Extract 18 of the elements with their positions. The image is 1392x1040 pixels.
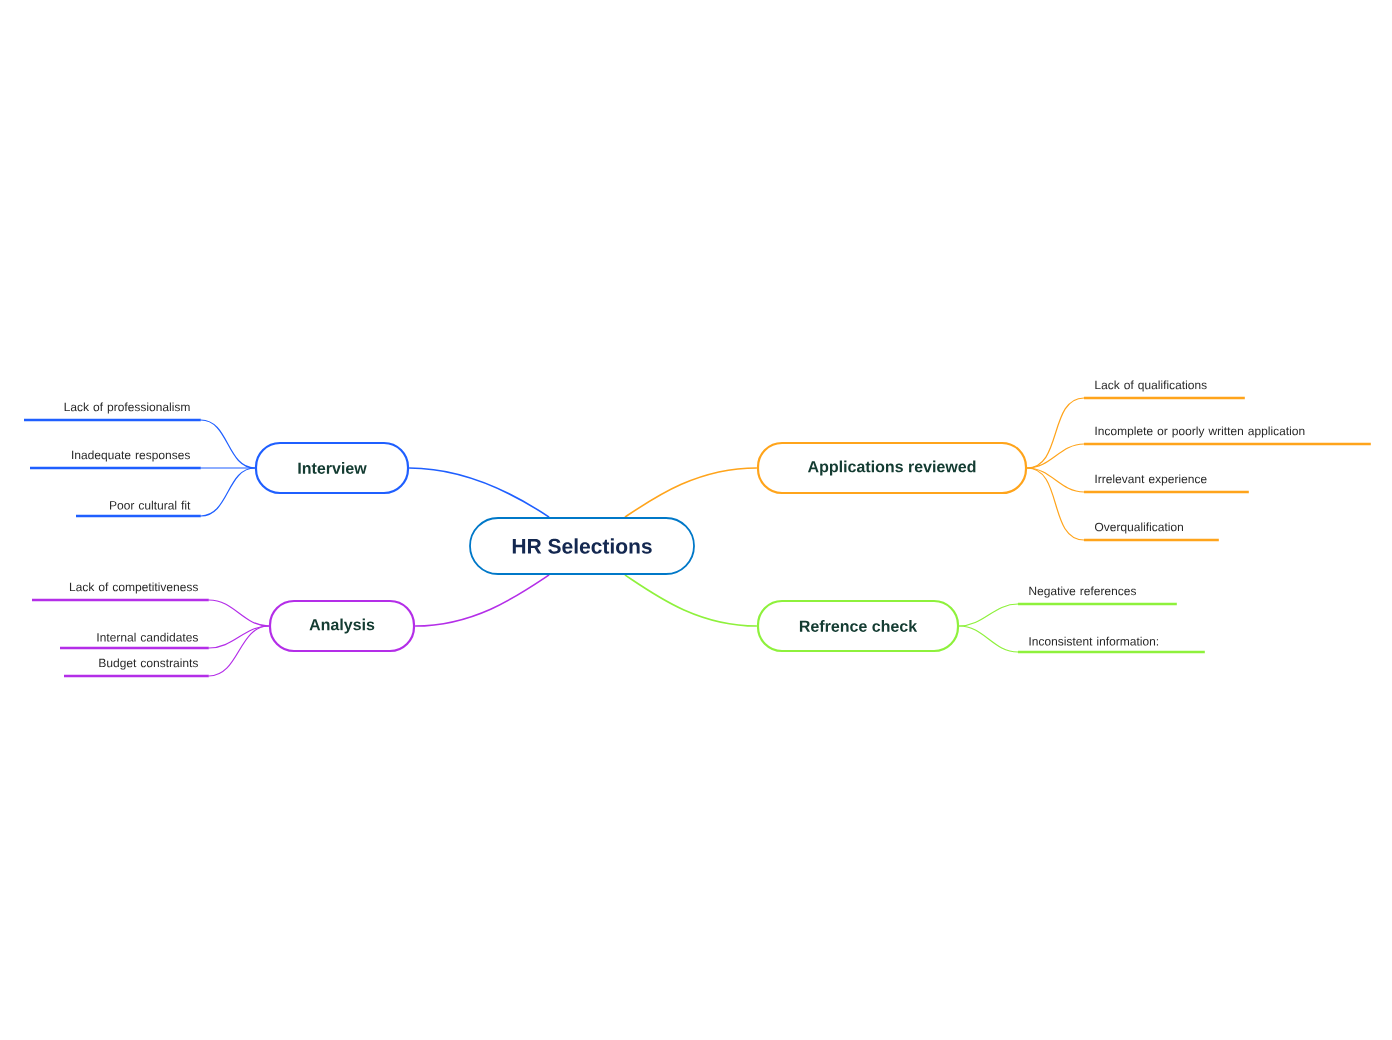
- topic-box: Applications reviewed: [756, 441, 1028, 495]
- connector: [1026, 467, 1085, 541]
- topic-box: Analysis: [268, 599, 416, 653]
- connector: [958, 625, 1019, 653]
- topic-box: Refrence check: [756, 599, 960, 653]
- topic-box: Interview: [254, 441, 410, 495]
- connector: [624, 574, 758, 627]
- connector: [1026, 443, 1085, 469]
- central-topic-box: HR Selections: [469, 517, 695, 575]
- connector: [408, 467, 550, 518]
- connector: [200, 467, 256, 469]
- connector: [208, 599, 270, 627]
- connector: [208, 625, 270, 677]
- connector: [200, 467, 256, 517]
- connector: [958, 603, 1019, 627]
- connector: [624, 467, 758, 518]
- connector: [1026, 467, 1085, 493]
- connector: [414, 574, 550, 627]
